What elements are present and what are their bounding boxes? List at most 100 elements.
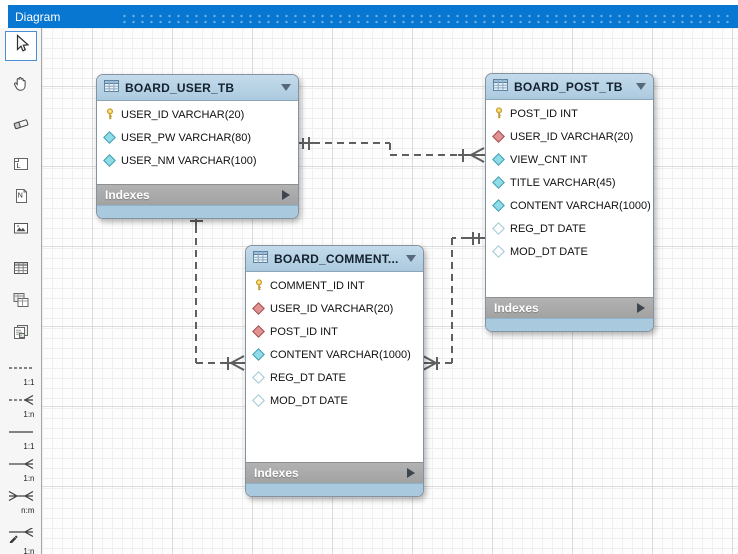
column-text: POST_ID INT <box>510 107 578 120</box>
column-text: POST_ID INT <box>270 325 338 338</box>
column-text: USER_ID VARCHAR(20) <box>510 130 634 143</box>
relationship-user-comment[interactable] <box>230 362 245 371</box>
svg-text:N: N <box>17 192 22 199</box>
table-grid-icon <box>493 78 508 96</box>
indexes-section[interactable]: Indexes <box>246 462 423 483</box>
table-grid-icon <box>104 79 119 97</box>
table-tool[interactable] <box>4 255 38 285</box>
relationship-user-post[interactable] <box>470 147 485 156</box>
table-title: BOARD_POST_TB <box>514 79 623 94</box>
column-row[interactable]: USER_ID VARCHAR(20) <box>486 125 653 148</box>
routine-group-tool[interactable] <box>4 319 38 349</box>
relationship-user-comment[interactable] <box>230 355 245 364</box>
expand-right-icon[interactable] <box>637 303 645 313</box>
expand-right-icon[interactable] <box>407 468 415 478</box>
nullable-column-icon <box>492 222 505 235</box>
table-node-board_post_tb[interactable]: BOARD_POST_TB POST_ID INT USER_ID VARCHAR(… <box>485 73 654 332</box>
column-text: USER_NM VARCHAR(100) <box>121 154 257 167</box>
column-row[interactable]: REG_DT DATE <box>246 366 423 389</box>
column-text: REG_DT DATE <box>270 371 346 384</box>
table-title: BOARD_COMMENT... <box>274 251 399 266</box>
rel-foot-both-icon <box>8 489 34 507</box>
column-row[interactable]: MOD_DT DATE <box>486 240 653 263</box>
svg-text:L: L <box>16 161 20 170</box>
select-tool[interactable] <box>4 31 37 61</box>
expand-right-icon[interactable] <box>282 190 290 200</box>
relationship-post-comment[interactable] <box>422 362 437 371</box>
column-icon <box>103 131 116 144</box>
note-tool[interactable]: N <box>4 183 38 213</box>
cursor-icon <box>11 33 31 60</box>
rel-pick-label: 1:n <box>23 547 35 554</box>
column-row[interactable]: TITLE VARCHAR(45) <box>486 171 653 194</box>
layer-tool[interactable]: L <box>4 151 38 181</box>
rel-11-label: 1:1 <box>23 442 35 451</box>
chevron-down-icon[interactable] <box>281 84 291 91</box>
table-header[interactable]: BOARD_COMMENT... <box>246 246 423 272</box>
table-node-board_comment_tb[interactable]: BOARD_COMMENT... COMMENT_ID INT USER_ID VA… <box>245 245 424 497</box>
rel-nm-tool[interactable]: n:m <box>4 487 38 517</box>
column-row[interactable]: CONTENT VARCHAR(1000) <box>246 343 423 366</box>
nullable-column-icon <box>492 245 505 258</box>
eraser-tool[interactable] <box>4 111 38 141</box>
diagram-tab-label: Diagram <box>15 9 61 24</box>
nullable-column-icon <box>252 371 265 384</box>
note-icon: N <box>11 186 31 211</box>
indexes-section[interactable]: Indexes <box>97 184 298 205</box>
table-node-board_user_tb[interactable]: BOARD_USER_TB USER_ID VARCHAR(20) USER_PW … <box>96 74 299 219</box>
view-icon <box>11 290 31 315</box>
column-row[interactable]: REG_DT DATE <box>486 217 653 240</box>
rel-1n-label: 1:n <box>23 474 35 483</box>
column-text: COMMENT_ID INT <box>270 279 365 292</box>
rel-pick-icon <box>8 526 34 548</box>
table-bottom-strip <box>486 318 653 331</box>
rel-nm-label: n:m <box>21 506 35 515</box>
column-row[interactable]: USER_NM VARCHAR(100) <box>97 149 298 172</box>
table-title: BOARD_USER_TB <box>125 80 235 95</box>
rel-1n-dashed-tool[interactable]: 1:n <box>4 391 38 421</box>
column-row[interactable]: CONTENT VARCHAR(1000) <box>486 194 653 217</box>
rel-pick-tool[interactable]: 1:n <box>4 526 38 554</box>
nullable-column-icon <box>252 394 265 407</box>
chevron-down-icon[interactable] <box>406 255 416 262</box>
rel-11-dashed-tool[interactable]: 1:1 <box>4 359 38 389</box>
relationship-user-post[interactable] <box>470 154 485 163</box>
diagram-canvas[interactable]: BOARD_USER_TB USER_ID VARCHAR(20) USER_PW … <box>42 28 738 554</box>
indexes-label: Indexes <box>494 301 539 315</box>
tool-palette: L N 1:1 1:n 1:1 1:n n:m 1:n <box>0 28 42 554</box>
view-tool[interactable] <box>4 287 38 317</box>
pan-tool[interactable] <box>4 71 38 101</box>
chevron-down-icon[interactable] <box>636 83 646 90</box>
table-header[interactable]: BOARD_POST_TB <box>486 74 653 100</box>
image-icon <box>11 218 31 243</box>
column-row[interactable]: VIEW_CNT INT <box>486 148 653 171</box>
column-text: MOD_DT DATE <box>270 394 348 407</box>
diagram-tab[interactable]: Diagram <box>8 5 738 29</box>
column-text: MOD_DT DATE <box>510 245 588 258</box>
column-row[interactable]: COMMENT_ID INT <box>246 274 423 297</box>
rel-1n-tool[interactable]: 1:n <box>4 455 38 485</box>
rel-foot-dashed-icon <box>8 393 34 411</box>
column-icon <box>103 154 116 167</box>
column-row[interactable]: USER_ID VARCHAR(20) <box>246 297 423 320</box>
image-tool[interactable] <box>4 215 38 245</box>
rel-1n-dashed-label: 1:n <box>23 410 35 419</box>
column-row[interactable]: USER_ID VARCHAR(20) <box>97 103 298 126</box>
column-row[interactable]: POST_ID INT <box>246 320 423 343</box>
column-text: REG_DT DATE <box>510 222 586 235</box>
table-header[interactable]: BOARD_USER_TB <box>97 75 298 101</box>
indexes-section[interactable]: Indexes <box>486 297 653 318</box>
table-columns: POST_ID INT USER_ID VARCHAR(20) VIEW_CNT I… <box>486 100 653 297</box>
column-row[interactable]: POST_ID INT <box>486 102 653 125</box>
column-text: TITLE VARCHAR(45) <box>510 176 616 189</box>
column-row[interactable]: MOD_DT DATE <box>246 389 423 412</box>
column-text: CONTENT VARCHAR(1000) <box>270 348 411 361</box>
layer-icon: L <box>11 154 31 179</box>
table-icon <box>11 258 31 283</box>
rel-11-tool[interactable]: 1:1 <box>4 423 38 453</box>
relationship-post-comment[interactable] <box>422 355 437 364</box>
primary-key-icon <box>492 107 505 120</box>
column-row[interactable]: USER_PW VARCHAR(80) <box>97 126 298 149</box>
column-text: USER_ID VARCHAR(20) <box>121 108 245 121</box>
foreign-key-icon <box>252 325 265 338</box>
